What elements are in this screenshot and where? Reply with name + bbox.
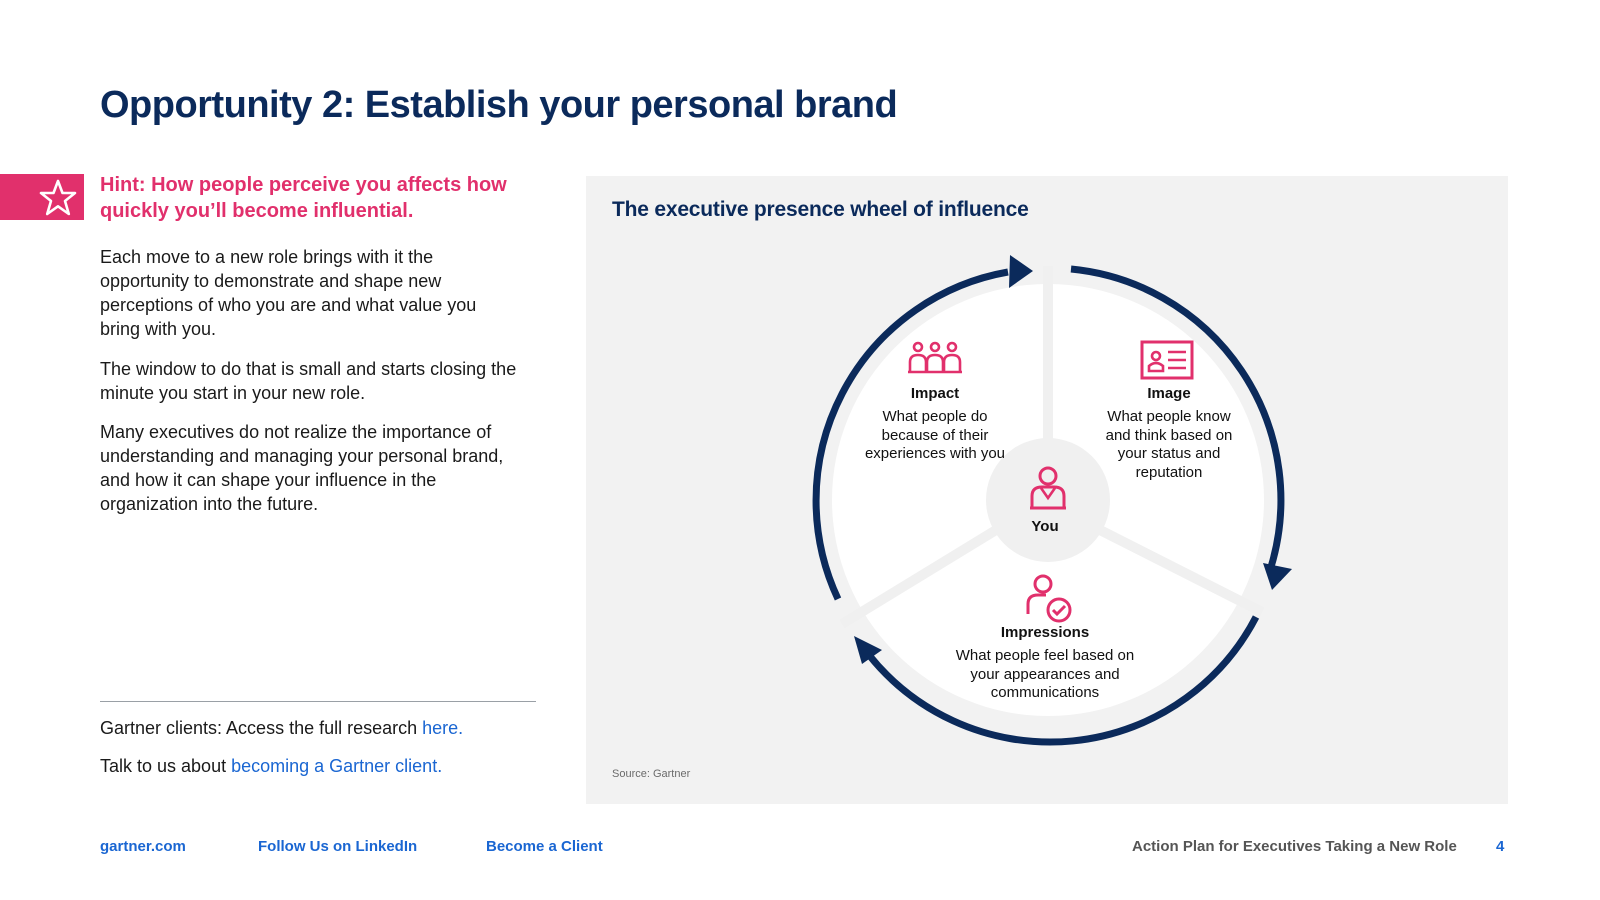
footer-linkedin-link[interactable]: Follow Us on LinkedIn [258, 838, 418, 855]
body-paragraph: Each move to a new role brings with it t… [100, 247, 477, 339]
ring-arc-left [812, 268, 1009, 601]
segment-impact: Impact What people do because of their e… [860, 384, 1010, 464]
segment-image: Image What people know and think based o… [1094, 384, 1244, 482]
divider [100, 701, 536, 702]
access-research-text: Gartner clients: Access the full researc… [100, 718, 423, 738]
star-icon [39, 179, 77, 216]
ring-arc-right [1070, 265, 1285, 569]
segment-impressions: Impressions What people feel based on yo… [945, 623, 1145, 703]
wheel-spoke [1097, 525, 1265, 617]
body-paragraph: The window to do that is small and start… [100, 359, 517, 403]
figure-title: The executive presence wheel of influenc… [612, 198, 1029, 221]
becoming-client-link[interactable]: becoming a Gartner client. [231, 756, 443, 776]
arrowhead-right [1263, 563, 1292, 590]
segment-title: Image [1147, 385, 1191, 402]
become-client-line: Talk to us about becoming a Gartner clie… [100, 754, 442, 778]
footer-document-title: Action Plan for Executives Taking a New … [1132, 838, 1457, 855]
segment-title: Impact [910, 385, 960, 402]
person-check-icon [1026, 574, 1072, 623]
figure-source: Source: Gartner [612, 768, 691, 780]
segment-description: What people do because of their experien… [864, 408, 1006, 462]
become-client-text: Talk to us about [100, 756, 232, 776]
person-icon [1030, 466, 1066, 510]
group-icon [908, 341, 962, 374]
research-here-link[interactable]: here. [422, 718, 464, 738]
segment-description: What people know and think based on your… [1105, 408, 1233, 481]
body-paragraph: Many executives do not realize the impor… [100, 422, 504, 514]
arrowhead-top [1009, 255, 1033, 288]
id-card-icon [1140, 340, 1194, 380]
footer-site-link[interactable]: gartner.com [100, 838, 186, 855]
ring-arc-bottom [866, 615, 1260, 746]
segment-description: What people feel based on your appearanc… [955, 647, 1135, 701]
footer-become-client-link[interactable]: Become a Client [486, 838, 603, 855]
center-label: You [1031, 518, 1059, 535]
wheel-spoke [839, 525, 999, 629]
arrowhead-left [854, 636, 882, 664]
page-number: 4 [1496, 838, 1505, 855]
hint-text: Hint: How people perceive you affects ho… [100, 174, 507, 222]
access-research-line: Gartner clients: Access the full researc… [100, 716, 463, 740]
segment-title: Impressions [1000, 624, 1090, 641]
page-title: Opportunity 2: Establish your personal b… [100, 84, 898, 126]
hint-tab [0, 174, 84, 220]
